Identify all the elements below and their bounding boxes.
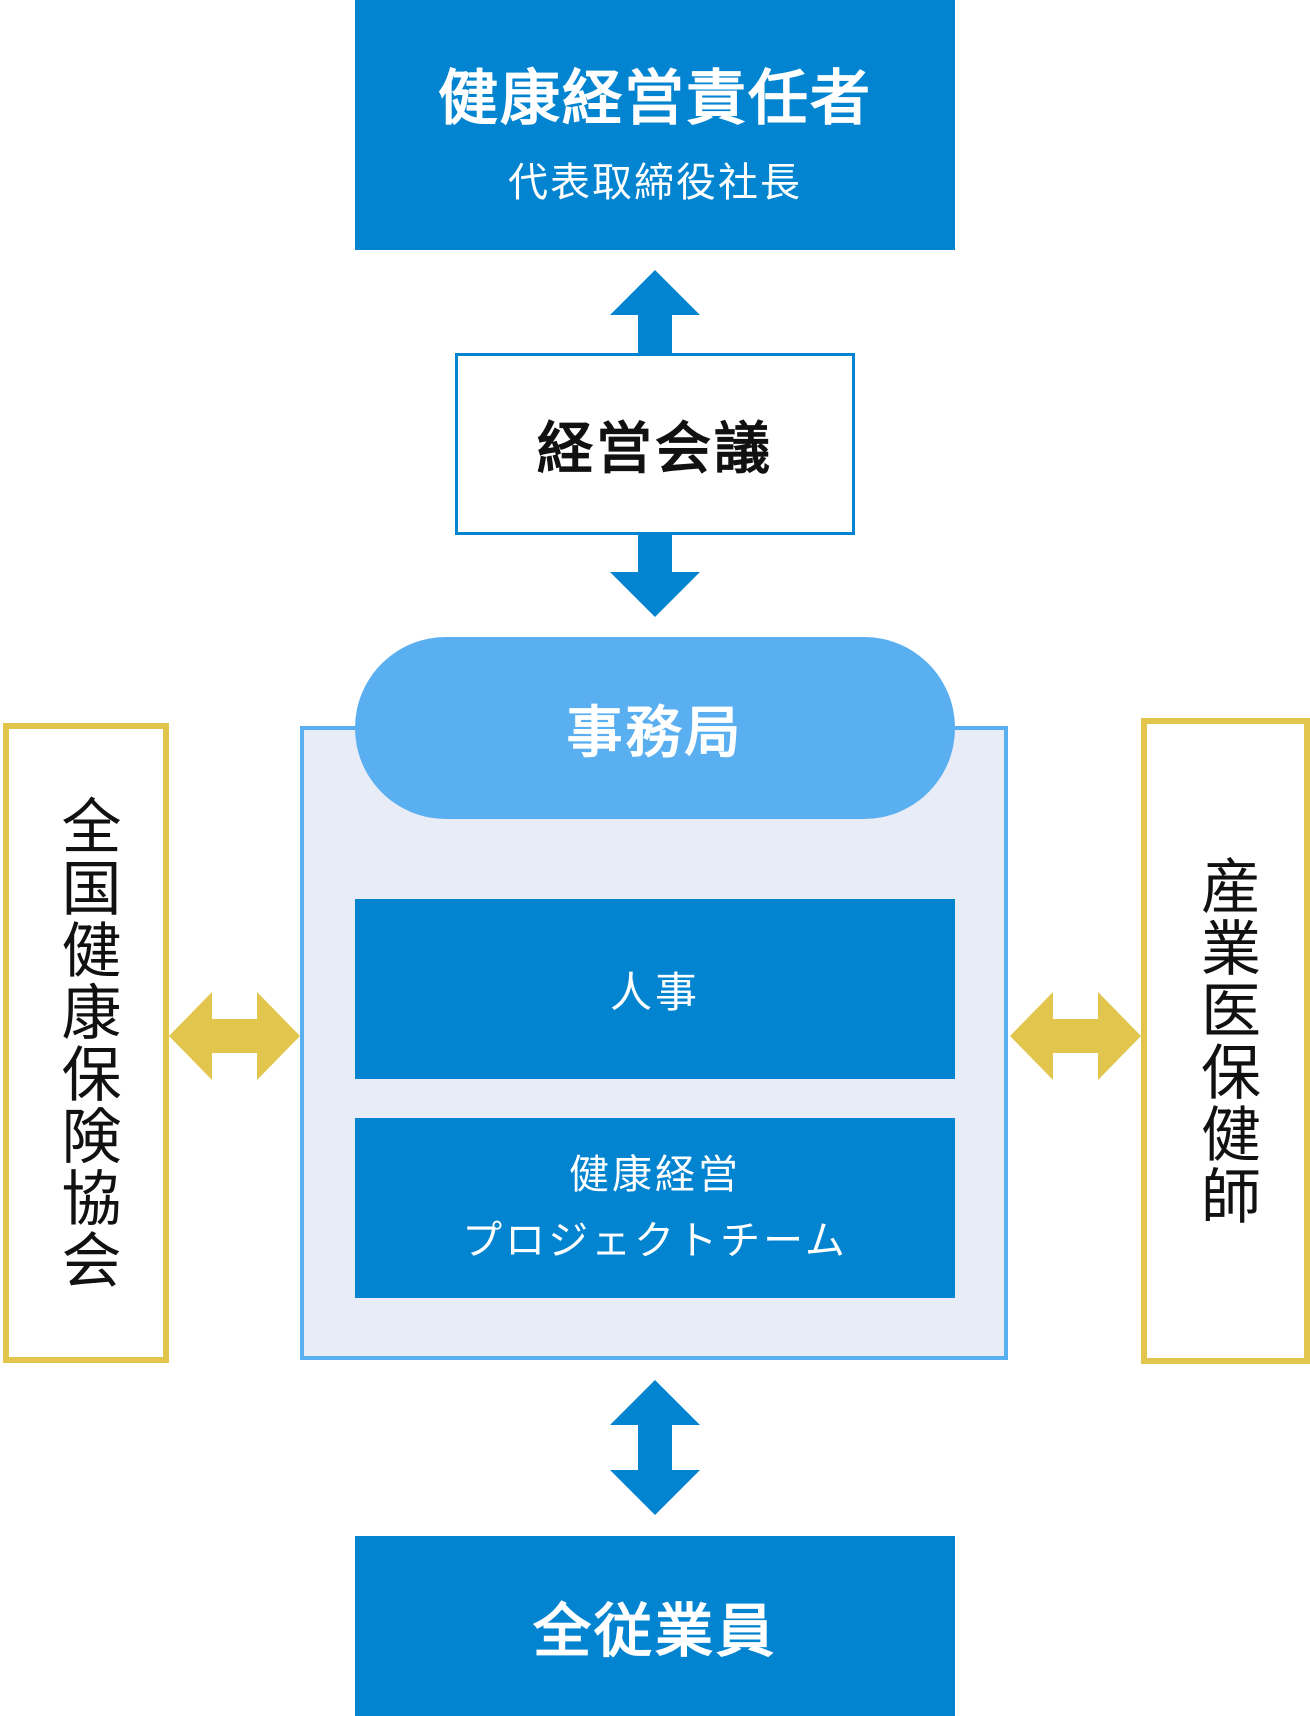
all-employees-label: 全従業員 bbox=[532, 1597, 777, 1665]
double-arrow-right-icon bbox=[1010, 992, 1141, 1080]
management-meeting-box: 経営会議 bbox=[455, 353, 855, 535]
all-employees-box: 全従業員 bbox=[355, 1536, 955, 1716]
hr-box: 人事 bbox=[355, 899, 955, 1079]
secretariat-header: 事務局 bbox=[355, 637, 955, 819]
ceo-box: 健康経営責任者 代表取締役社長 bbox=[355, 0, 955, 250]
project-team-box: 健康経営 プロジェクトチーム bbox=[355, 1118, 955, 1298]
project-team-label-line2: プロジェクトチーム bbox=[462, 1218, 848, 1264]
ceo-subtitle: 代表取締役社長 bbox=[508, 160, 802, 206]
health-insurance-association-box: 全国健康保険協会 bbox=[3, 723, 169, 1363]
management-meeting-label: 経営会議 bbox=[537, 416, 773, 482]
occupational-health-staff-label: 産業医保健師 bbox=[1190, 855, 1261, 1227]
double-arrow-left-icon bbox=[169, 992, 300, 1080]
secretariat-label: 事務局 bbox=[566, 700, 744, 766]
ceo-title: 健康経営責任者 bbox=[438, 64, 872, 134]
double-arrow-vertical-icon bbox=[610, 1380, 700, 1515]
occupational-health-staff-box: 産業医保健師 bbox=[1141, 718, 1310, 1364]
project-team-label-line1: 健康経営 bbox=[569, 1152, 741, 1198]
arrow-down-to-secretariat-icon bbox=[610, 535, 700, 617]
hr-label: 人事 bbox=[609, 967, 700, 1017]
health-insurance-association-label: 全国健康保険協会 bbox=[51, 795, 121, 1291]
arrow-up-to-ceo-icon bbox=[610, 270, 700, 353]
